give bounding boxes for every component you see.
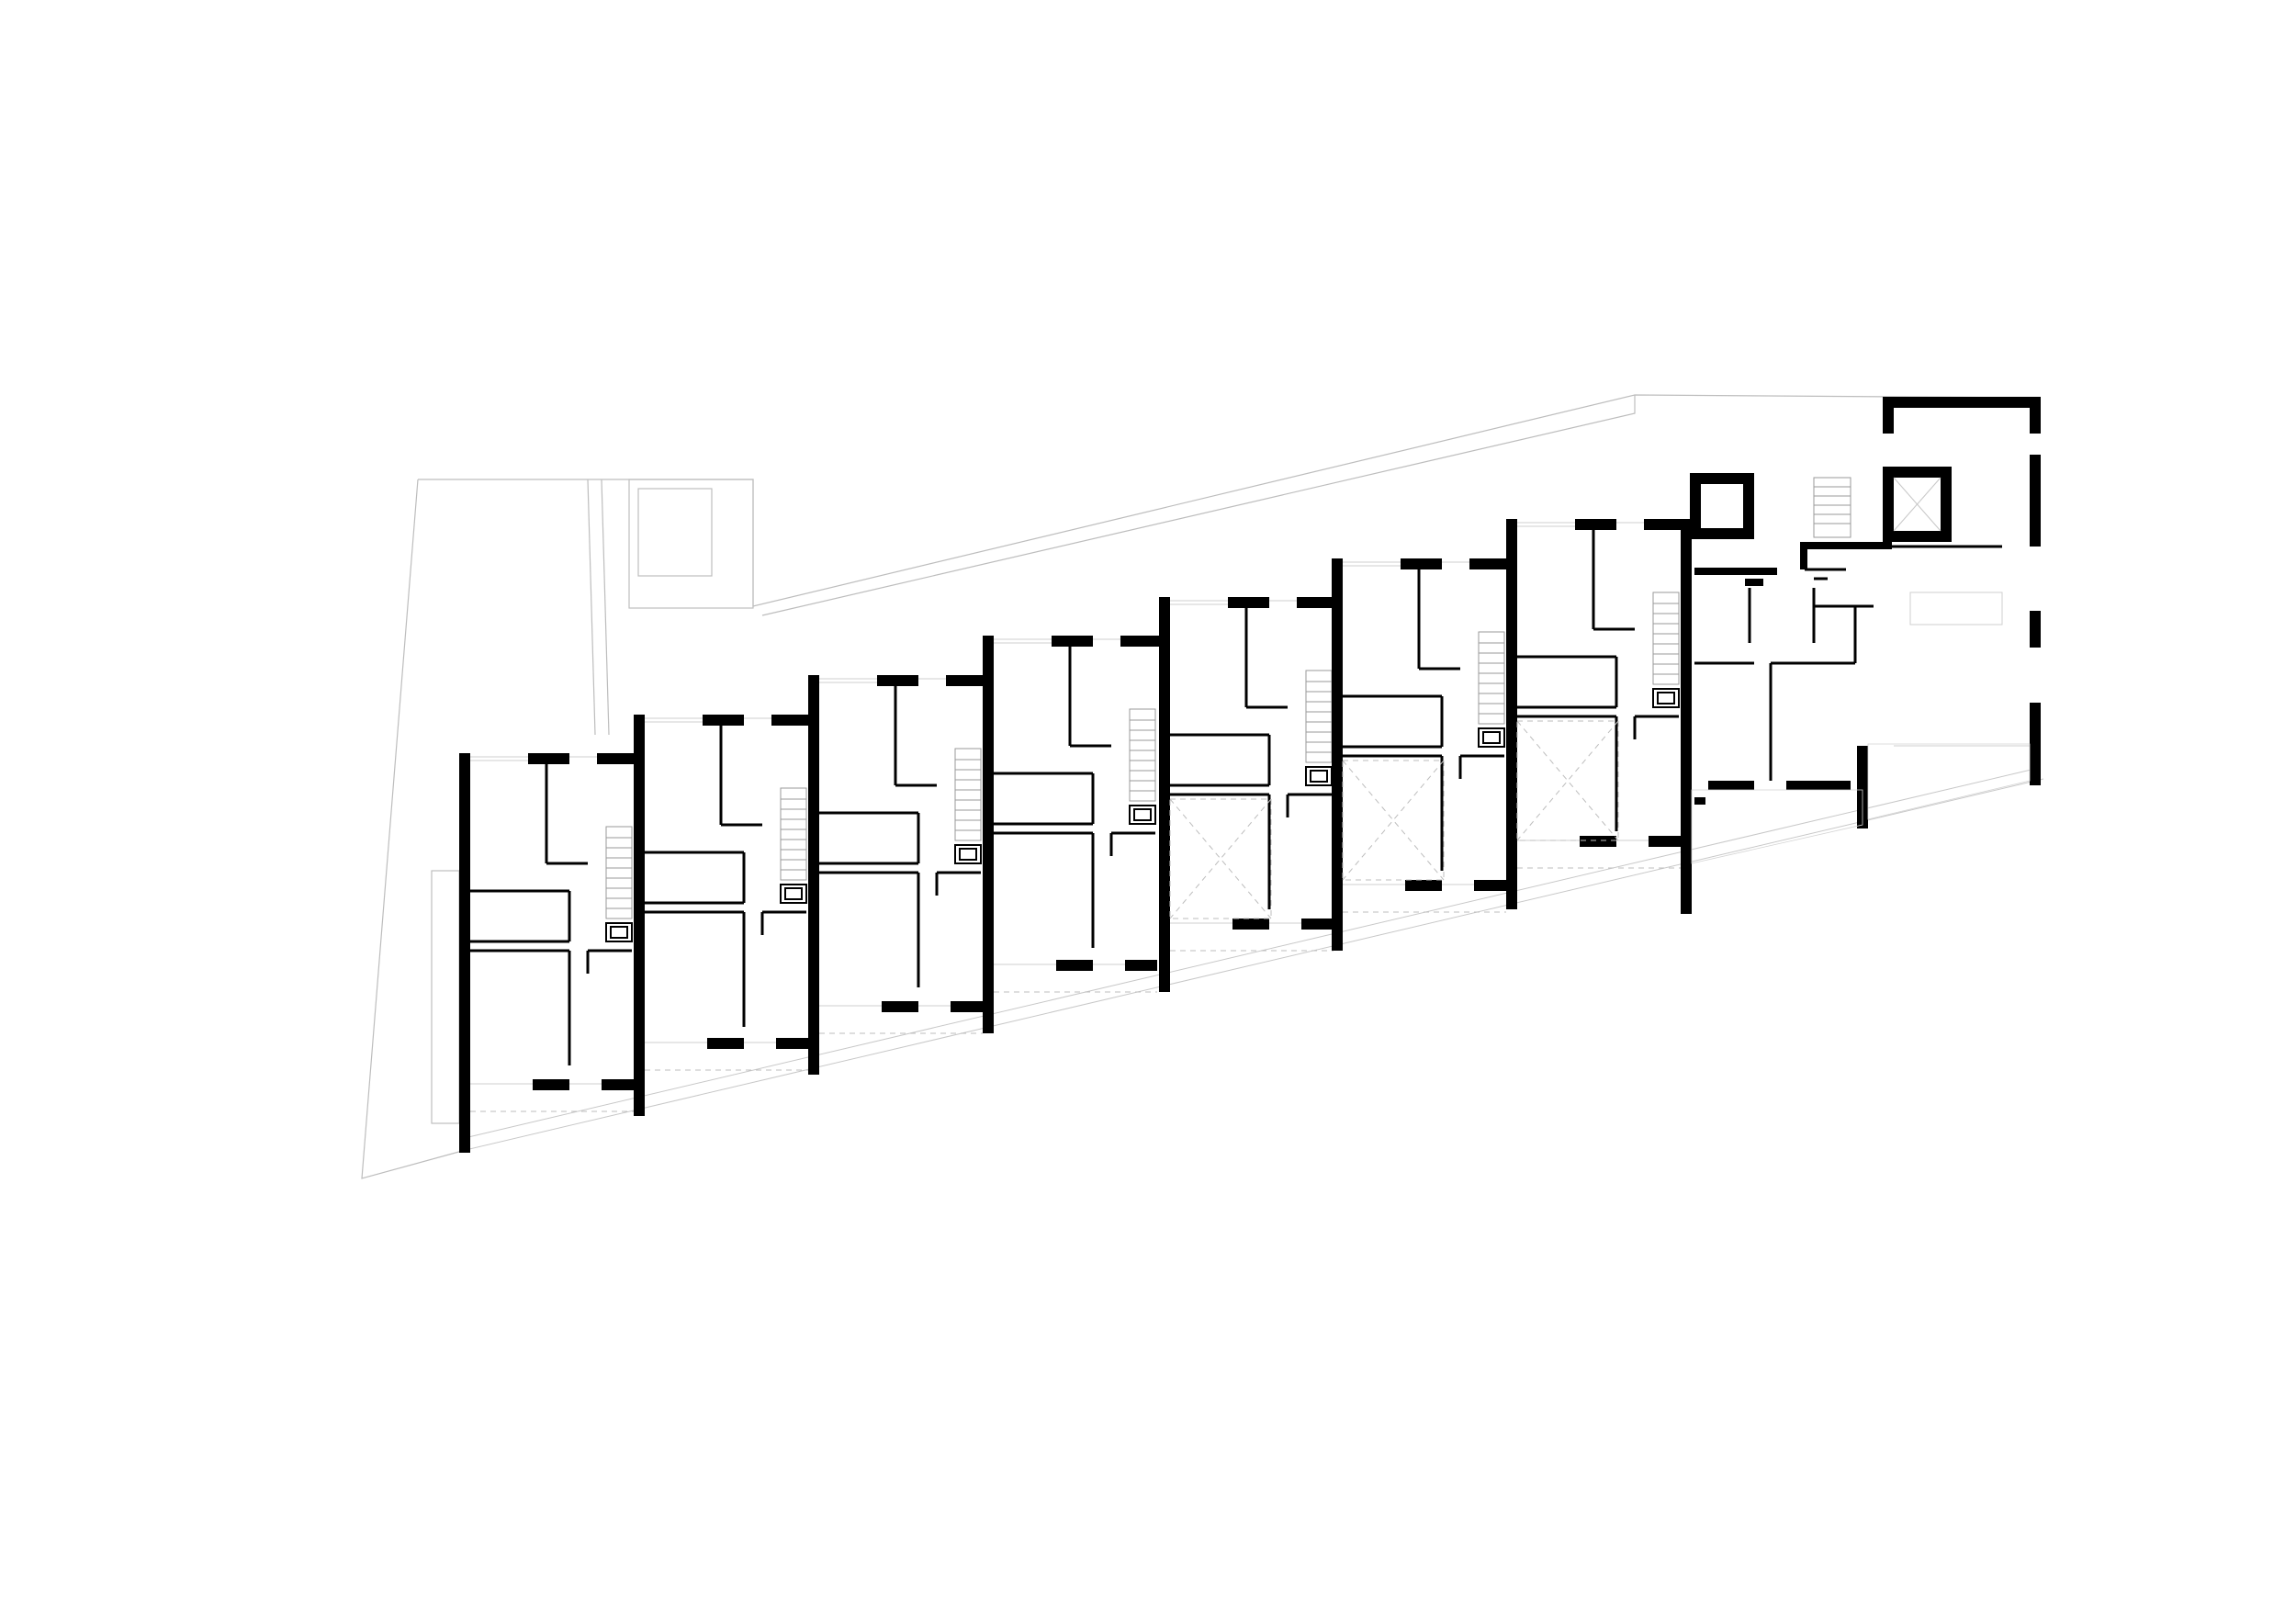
double-height-void xyxy=(1342,760,1445,881)
double-height-void xyxy=(1516,720,1619,841)
front-pier xyxy=(707,1038,744,1049)
front-pier xyxy=(776,1038,808,1049)
back-pier xyxy=(1228,597,1269,608)
front-pier xyxy=(602,1079,634,1090)
front-pier xyxy=(1405,880,1442,891)
back-pier xyxy=(1575,519,1616,530)
party-wall xyxy=(808,675,819,1075)
wc-fixture xyxy=(610,926,628,939)
side-pier xyxy=(459,1010,470,1029)
service-shaft xyxy=(954,844,982,864)
stair xyxy=(1652,592,1680,685)
stair xyxy=(954,748,982,841)
front-pier xyxy=(1580,836,1616,847)
back-pier xyxy=(1644,519,1683,530)
party-wall xyxy=(1506,519,1517,909)
front-pier xyxy=(1649,836,1681,847)
back-pier xyxy=(597,753,636,764)
wc-fixture xyxy=(1133,808,1152,821)
party-wall xyxy=(1332,558,1343,951)
back-pier xyxy=(1120,636,1159,647)
front-pier xyxy=(951,1001,983,1012)
double-height-void xyxy=(1169,798,1272,919)
side-pier xyxy=(459,845,470,863)
back-pier xyxy=(1052,636,1093,647)
front-pier xyxy=(882,1001,918,1012)
back-pier xyxy=(1297,597,1335,608)
service-shaft xyxy=(780,884,807,904)
stair xyxy=(1129,708,1156,802)
front-pier xyxy=(1301,919,1334,930)
back-pier xyxy=(877,675,918,686)
wc-fixture xyxy=(959,848,977,861)
back-pier xyxy=(1469,558,1508,569)
party-wall xyxy=(1159,597,1170,992)
wc-fixture xyxy=(1657,692,1675,704)
service-shaft xyxy=(1478,727,1505,748)
back-pier xyxy=(703,715,744,726)
front-pier xyxy=(1232,919,1269,930)
service-shaft xyxy=(1129,805,1156,825)
service-shaft xyxy=(1652,688,1680,708)
site-boundary xyxy=(361,394,2031,1179)
back-pier xyxy=(946,675,985,686)
back-pier xyxy=(771,715,810,726)
wc-fixture xyxy=(784,887,803,900)
front-pier xyxy=(1474,880,1506,891)
party-wall xyxy=(983,636,994,1033)
stair xyxy=(605,826,633,919)
service-shaft xyxy=(605,922,633,942)
front-terrace-line xyxy=(465,767,2044,1151)
stair xyxy=(1478,631,1505,725)
front-pier xyxy=(533,1079,569,1090)
party-wall xyxy=(459,753,470,1153)
party-wall xyxy=(634,715,645,1116)
front-pier xyxy=(1056,960,1093,971)
back-pier xyxy=(1401,558,1442,569)
wc-fixture xyxy=(1310,770,1328,783)
front-pier xyxy=(1125,960,1157,971)
end-block-apartments xyxy=(1681,397,2041,864)
stair xyxy=(780,787,807,881)
stair xyxy=(1305,670,1333,763)
row-house-units xyxy=(459,519,1692,1153)
back-pier xyxy=(528,753,569,764)
wc-fixture xyxy=(1482,731,1501,744)
